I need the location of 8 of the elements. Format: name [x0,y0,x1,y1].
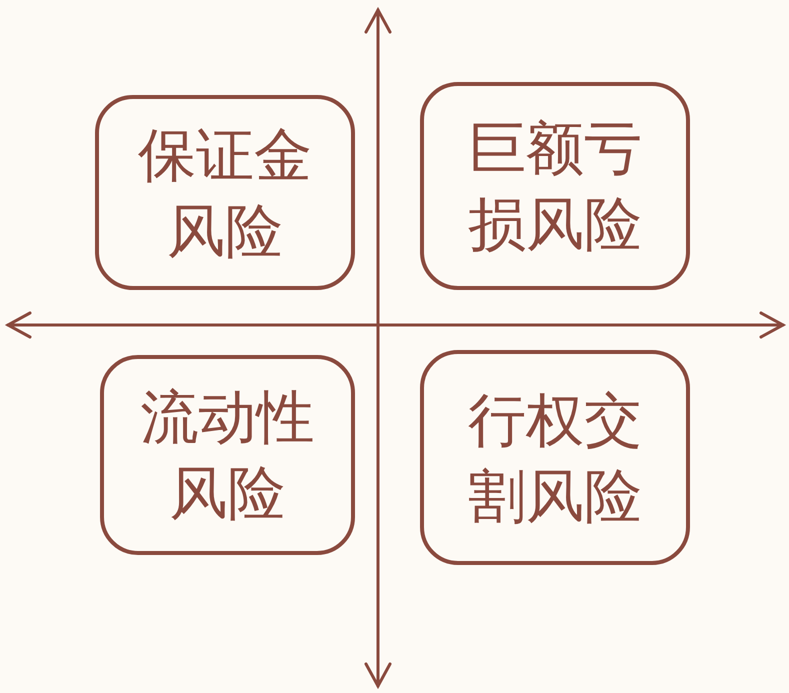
rounded-box [420,82,690,290]
box-label: 流动性风险 [139,382,316,529]
box-label: 保证金风险 [136,120,313,266]
rounded-box [95,95,355,290]
rounded-box [100,355,355,555]
rounded-box [420,350,690,565]
box-label: 行权交割风险 [466,384,643,532]
box-label: 巨额亏损风险 [466,113,643,260]
